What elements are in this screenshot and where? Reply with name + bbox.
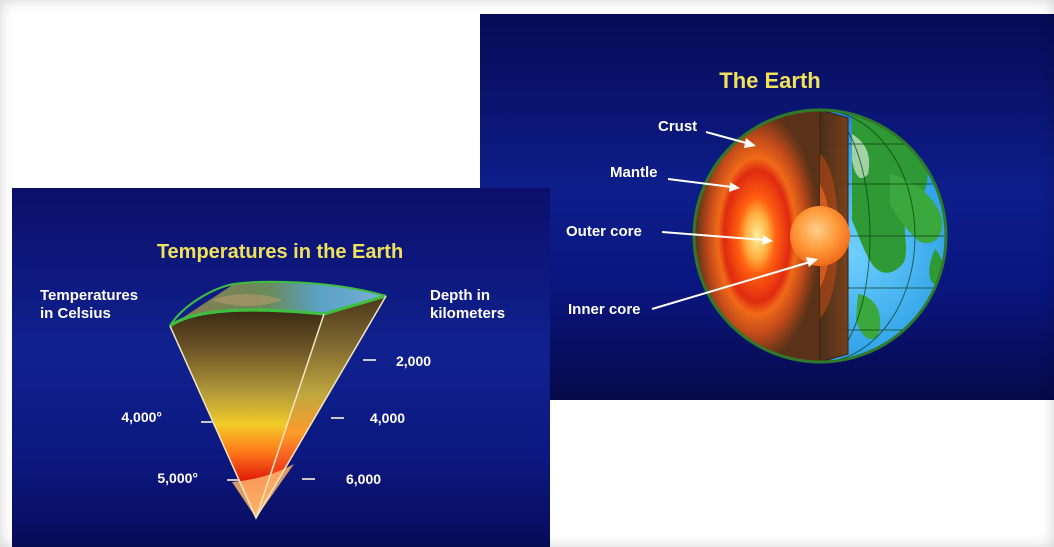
earth-cross-section [694, 110, 820, 362]
temperature-axis-heading-line2: in Celsius [40, 305, 111, 322]
earth-structure-diagram: The Earth [566, 68, 948, 364]
temperature-panel: Temperatures in the Earth Temperatures i… [12, 188, 550, 547]
inner-core-label: Inner core [568, 301, 641, 318]
temperature-label-4000: 4,000° [121, 409, 162, 425]
depth-label-6000: 6,000 [346, 471, 381, 487]
depth-label-2000: 2,000 [396, 353, 431, 369]
earth-title: The Earth [719, 68, 820, 93]
outer-core-pointer [661, 231, 766, 241]
temperature-axis-heading-line1: Temperatures [40, 287, 138, 304]
inner-core-pointer [651, 261, 811, 310]
temperature-title: Temperatures in the Earth [157, 241, 403, 263]
crust-pointer [705, 131, 751, 145]
depth-label-4000: 4,000 [370, 410, 405, 426]
earth-globe [692, 108, 948, 364]
wedge-tick-marks [201, 359, 376, 481]
depth-axis-heading-line2: kilometers [430, 305, 505, 322]
temperature-cross-section-diagram: Temperatures in the Earth Temperatures i… [40, 241, 505, 520]
outer-core-label: Outer core [566, 223, 642, 240]
depth-axis-heading-line1: Depth in [430, 287, 490, 304]
mantle-label: Mantle [610, 164, 658, 181]
earth-wedge [169, 280, 387, 520]
temperature-label-5000: 5,000° [157, 470, 198, 486]
mantle-pointer [667, 178, 733, 188]
inner-core-sphere [790, 206, 850, 266]
earth-layer-labels: Crust Mantle Outer core Inner core [566, 118, 818, 318]
crust-label: Crust [658, 118, 697, 135]
earth-structure-panel: The Earth [480, 14, 1054, 400]
